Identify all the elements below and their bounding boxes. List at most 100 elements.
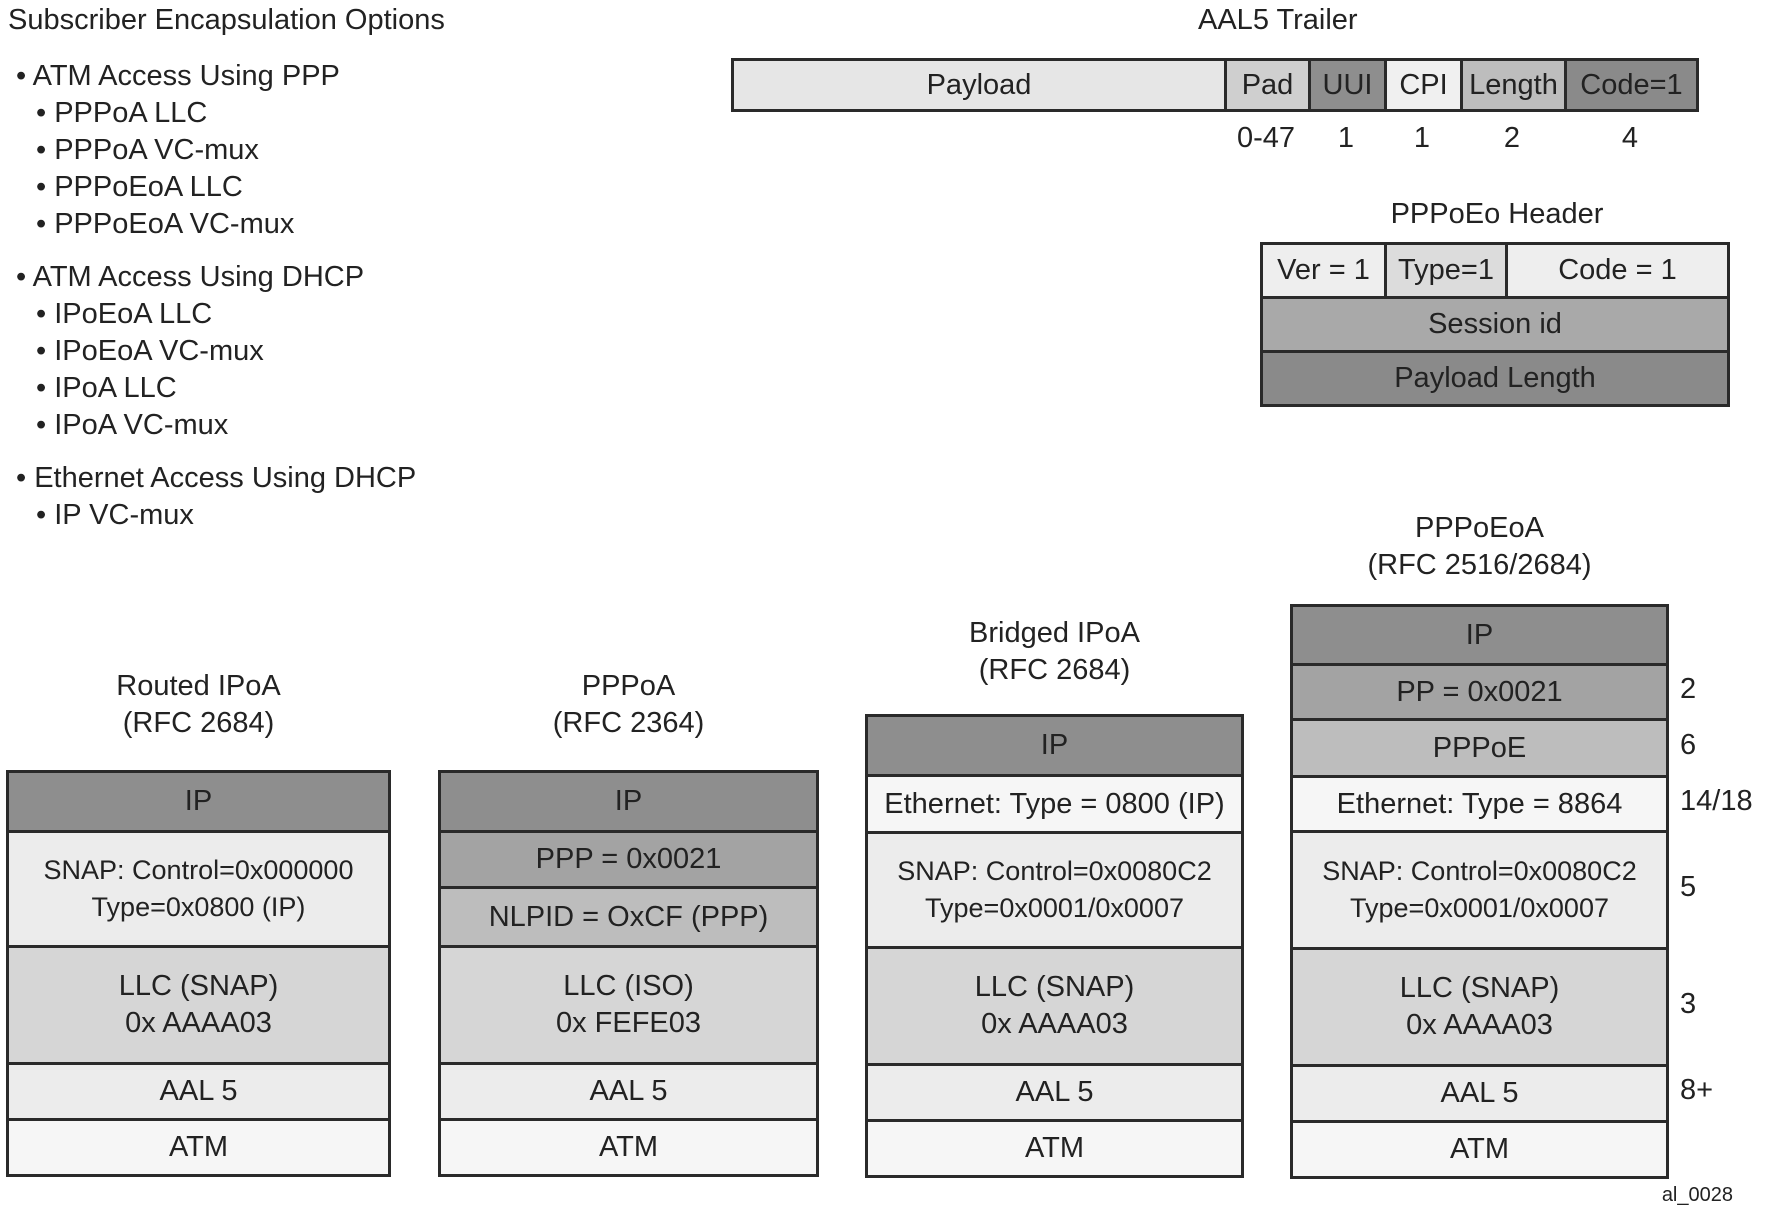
- option-item: • IPoEoA VC-mux: [36, 335, 264, 367]
- stack-layer-label: IP: [184, 785, 213, 817]
- stack-name: PPPoA: [581, 670, 676, 702]
- stack-layer: PPP = 0x0021: [441, 830, 816, 886]
- trailer-field-length: Length: [1460, 61, 1564, 109]
- option-item-text: PPPoA VC-mux: [54, 134, 259, 166]
- trailer-field-code-1: Code=1: [1564, 61, 1696, 109]
- stack-name: PPPoEoA: [1415, 512, 1544, 544]
- options-title: Subscriber Encapsulation Options: [8, 4, 445, 36]
- stack-rfc: (RFC 2684): [122, 707, 275, 739]
- option-item-text: IPoA LLC: [54, 372, 177, 404]
- stack-layer: Ethernet: Type = 0800 (IP): [868, 774, 1241, 831]
- option-group-text: ATM Access Using DHCP: [32, 261, 365, 293]
- layer-size-label: 8+: [1680, 1074, 1714, 1106]
- stack-layer: LLC (ISO) 0x FEFE03: [441, 945, 816, 1062]
- group-gap: [16, 243, 416, 259]
- stack-title: PPPoEoA (RFC 2516/2684): [1290, 510, 1669, 584]
- stack-layer-label: LLC (SNAP) 0x AAAA03: [118, 970, 279, 1039]
- stack-layer-label: NLPID = OxCF (PPP): [488, 900, 769, 933]
- stack-layer: IP: [868, 717, 1241, 774]
- option-item: • PPPoEoA LLC: [36, 171, 243, 203]
- trailer-field-payload: Payload: [734, 61, 1224, 109]
- stack-layer: ATM: [9, 1118, 388, 1174]
- option-item-text: IPoEoA VC-mux: [54, 335, 264, 367]
- stack-layer: ATM: [441, 1118, 816, 1174]
- stack-layer-label: ATM: [1449, 1133, 1510, 1165]
- pppoe-header-field: Session id: [1263, 299, 1727, 350]
- stack-layer: IP: [441, 773, 816, 830]
- stack-layer: AAL 5: [868, 1063, 1241, 1119]
- option-item: • PPPoEoA VC-mux: [36, 208, 295, 240]
- stack-layer-label: ATM: [1024, 1132, 1085, 1164]
- stack-layer: AAL 5: [1293, 1064, 1666, 1120]
- stack-layer: ATM: [1293, 1120, 1666, 1176]
- trailer-size-label: 1: [1337, 122, 1355, 154]
- trailer-size-label: 0-47: [1236, 122, 1296, 154]
- stack-layer-label: PPP = 0x0021: [535, 843, 722, 875]
- stack-layer: IP: [9, 773, 388, 830]
- trailer-size-label: 1: [1413, 122, 1431, 154]
- pppoe-header-title: PPPoEo Header: [1390, 198, 1604, 230]
- option-group-label: • ATM Access Using DHCP: [16, 261, 365, 293]
- protocol-stack: IP Ethernet: Type = 0800 (IP) SNAP: Contro…: [865, 714, 1244, 1178]
- option-item: • IP VC-mux: [36, 499, 194, 531]
- layer-size-label: 5: [1680, 870, 1697, 903]
- stack-title: Bridged IPoA (RFC 2684): [865, 615, 1244, 689]
- stack-layer-label: AAL 5: [589, 1075, 668, 1107]
- stack-name: Bridged IPoA: [969, 617, 1140, 649]
- stack-name: Routed IPoA: [116, 670, 281, 702]
- option-item-text: PPPoEoA LLC: [54, 171, 243, 203]
- stack-layer-label: SNAP: Control=0x000000 Type=0x0800 (IP): [43, 855, 354, 922]
- option-group-text: Ethernet Access Using DHCP: [34, 462, 417, 494]
- stack-rfc: (RFC 2684): [978, 654, 1131, 686]
- stack-layer: LLC (SNAP) 0x AAAA03: [868, 946, 1241, 1063]
- option-item: • IPoA VC-mux: [36, 409, 229, 441]
- layer-size-label: 2: [1680, 672, 1697, 705]
- option-group-label: • ATM Access Using PPP: [16, 60, 340, 92]
- stack-rfc: (RFC 2516/2684): [1367, 549, 1592, 581]
- pppoe-header-field: Code = 1: [1505, 245, 1727, 296]
- layer-size-label: 14/18: [1680, 784, 1753, 817]
- layer-size-label: 6: [1680, 728, 1697, 761]
- stack-layer-label: Ethernet: Type = 0800 (IP): [884, 787, 1225, 820]
- stack-layer: SNAP: Control=0x0080C2 Type=0x0001/0x000…: [868, 831, 1241, 946]
- stack-title: Routed IPoA (RFC 2684): [6, 668, 391, 742]
- stack-layer: PPPoE: [1293, 718, 1666, 775]
- stack-layer-label: ATM: [168, 1131, 229, 1163]
- option-item: • PPPoA VC-mux: [36, 134, 259, 166]
- stack-layer: LLC (SNAP) 0x AAAA03: [1293, 947, 1666, 1064]
- option-item-text: IPoEoA LLC: [54, 298, 213, 330]
- stack-layer-label: LLC (SNAP) 0x AAAA03: [1399, 972, 1560, 1041]
- stack-layer-label: Ethernet: Type = 8864: [1336, 787, 1623, 820]
- trailer-field-pad: Pad: [1224, 61, 1308, 109]
- stack-layer: AAL 5: [441, 1062, 816, 1118]
- option-item-text: IP VC-mux: [54, 499, 194, 531]
- trailer-field-uui: UUI: [1308, 61, 1384, 109]
- option-group-text: ATM Access Using PPP: [32, 60, 340, 92]
- option-item-text: PPPoA LLC: [54, 97, 208, 129]
- aal5-trailer-title: AAL5 Trailer: [1198, 4, 1358, 36]
- stack-title: PPPoA(RFC 2364): [438, 668, 819, 742]
- stack-layer: PP = 0x0021: [1293, 663, 1666, 718]
- options-list: • ATM Access Using PPP • PPPoA LLC • PPPoA…: [16, 58, 416, 534]
- stack-layer-label: LLC (ISO) 0x FEFE03: [555, 970, 702, 1039]
- stack-layer-label: ATM: [598, 1131, 659, 1163]
- stack-layer: SNAP: Control=0x000000 Type=0x0800 (IP): [9, 830, 388, 945]
- option-item: • IPoA LLC: [36, 372, 177, 404]
- stack-layer-label: IP: [1465, 618, 1494, 651]
- stack-layer: NLPID = OxCF (PPP): [441, 886, 816, 945]
- option-group-label: • Ethernet Access Using DHCP: [16, 462, 417, 494]
- group-gap: [16, 444, 416, 460]
- stack-layer-label: PPPoE: [1432, 731, 1527, 764]
- stack-layer-label: SNAP: Control=0x0080C2 Type=0x0001/0x000…: [1322, 856, 1637, 923]
- stack-layer-label: PP = 0x0021: [1396, 675, 1563, 708]
- option-item: • PPPoA LLC: [36, 97, 208, 129]
- pppoe-header-field: Ver = 1: [1263, 245, 1384, 296]
- pppoe-header-row: Payload Length: [1263, 350, 1727, 404]
- trailer-size-label: 4: [1621, 122, 1639, 154]
- stack-layer: Ethernet: Type = 8864: [1293, 775, 1666, 830]
